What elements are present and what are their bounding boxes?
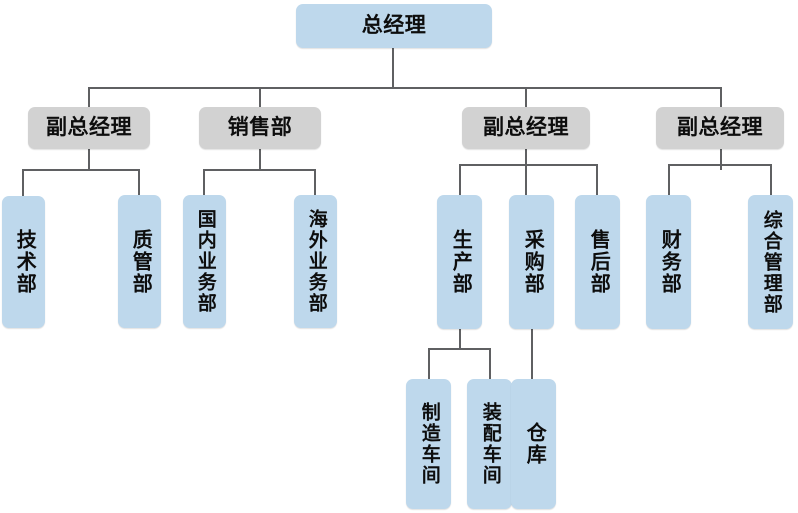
node-label: 技术部	[13, 229, 36, 295]
node-general-administration-department[interactable]: 综合管理部	[748, 195, 793, 329]
node-label: 质管部	[129, 228, 152, 295]
connector-produce-bus	[428, 348, 491, 350]
connector-drop-produce	[459, 164, 461, 196]
connector-sales-stem	[259, 148, 261, 170]
connector-drop-admin	[770, 164, 772, 196]
connector-drop-mfg	[428, 348, 430, 380]
connector-vgm2-stem	[525, 148, 527, 196]
node-label: 国内业务部	[194, 209, 216, 314]
connector-drop-vgm1	[88, 87, 90, 107]
node-production-department[interactable]: 生产部	[437, 195, 482, 329]
node-label: 装配车间	[479, 402, 501, 486]
connector-drop-aftersale	[596, 164, 598, 196]
connector-vgm3-bus	[668, 164, 772, 166]
connector-drop-finance	[668, 164, 670, 196]
connector-sales-bus	[203, 169, 316, 171]
node-label: 副总经理	[677, 116, 763, 140]
connector-vgm1-bus	[22, 169, 140, 171]
node-deputy-gm-3[interactable]: 副总经理	[656, 107, 784, 149]
connector-vgm3-stem	[720, 148, 722, 170]
connector-vgm1-stem	[88, 148, 90, 170]
connector-produce-stem	[459, 329, 461, 349]
node-overseas-business-department[interactable]: 海外业务部	[294, 195, 337, 328]
node-assembly-workshop[interactable]: 装配车间	[467, 379, 512, 509]
node-label: 生产部	[449, 229, 472, 295]
node-deputy-gm-1[interactable]: 副总经理	[28, 107, 150, 149]
connector-purchase-warehouse	[531, 329, 533, 380]
connector-drop-sales	[259, 87, 261, 107]
node-sales-department[interactable]: 销售部	[199, 107, 321, 149]
node-general-manager[interactable]: 总经理	[296, 4, 492, 48]
node-label: 副总经理	[46, 116, 132, 140]
node-purchasing-department[interactable]: 采购部	[509, 195, 554, 329]
node-quality-department[interactable]: 质管部	[118, 195, 161, 328]
connector-drop-vgm2	[525, 87, 527, 107]
connector-gm-stem	[392, 48, 394, 88]
node-label: 总经理	[361, 14, 427, 38]
node-label: 综合管理部	[760, 209, 782, 315]
node-deputy-gm-2[interactable]: 副总经理	[462, 107, 590, 149]
connector-drop-quality	[138, 169, 140, 195]
connector-vgm2-bus	[459, 164, 598, 166]
node-domestic-business-department[interactable]: 国内业务部	[183, 195, 226, 328]
node-label: 销售部	[227, 116, 293, 140]
node-label: 售后部	[587, 229, 610, 295]
node-label: 制造车间	[418, 402, 440, 486]
connector-drop-tech	[22, 169, 24, 197]
connector-drop-domestic	[203, 169, 205, 196]
node-manufacturing-workshop[interactable]: 制造车间	[406, 379, 451, 509]
connector-drop-overseas	[314, 169, 316, 196]
node-warehouse[interactable]: 仓库	[511, 379, 556, 509]
node-finance-department[interactable]: 财务部	[646, 195, 691, 329]
node-label: 仓库	[523, 422, 546, 466]
node-aftersales-department[interactable]: 售后部	[575, 195, 620, 329]
connector-drop-vgm3	[720, 87, 722, 107]
connector-level2-bus	[88, 87, 722, 89]
node-label: 海外业务部	[305, 209, 327, 314]
connector-drop-assembly	[489, 348, 491, 380]
node-label: 副总经理	[483, 116, 569, 140]
node-label: 采购部	[521, 229, 544, 295]
node-technology-department[interactable]: 技术部	[2, 196, 45, 328]
node-label: 财务部	[658, 229, 681, 295]
